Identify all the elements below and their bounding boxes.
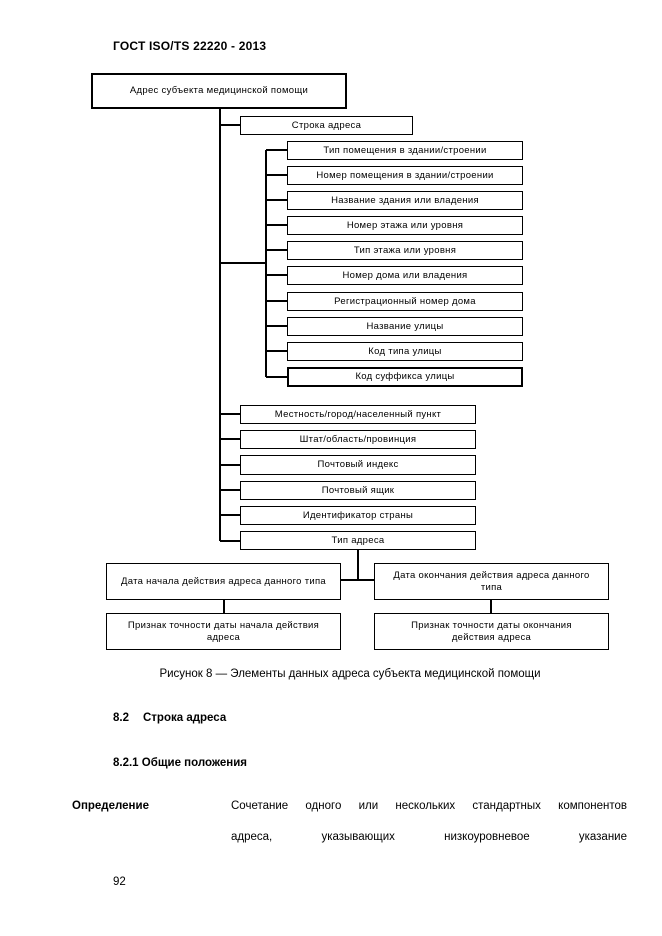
section-title: Строка адреса: [143, 712, 227, 724]
subsection-heading: 8.2.1 Общие положения: [113, 757, 248, 769]
figure-caption: Рисунок 8 — Элементы данных адреса субъе…: [159, 668, 541, 680]
street-child-box: Тип этажа или уровня: [287, 241, 523, 260]
other-child-box: Штат/область/провинция: [240, 430, 476, 449]
street-child-box: Название улицы: [287, 317, 523, 336]
address-type-box: Тип адреса: [240, 531, 476, 550]
street-child-box: Номер помещения в здании/строении: [287, 166, 523, 185]
root-box: Адрес субъекта медицинской помощи: [91, 73, 347, 109]
definition-term: Определение: [72, 800, 149, 812]
section-number: 8.2: [113, 712, 129, 724]
street-child-box: Код типа улицы: [287, 342, 523, 361]
start-accuracy-box: Признак точности даты начала действия ад…: [106, 613, 341, 650]
page-number: 92: [113, 876, 126, 888]
other-child-box: Идентификатор страны: [240, 506, 476, 525]
other-child-box: Почтовый ящик: [240, 481, 476, 500]
street-child-box: Тип помещения в здании/строении: [287, 141, 523, 160]
end-date-box: Дата окончания действия адреса данного т…: [374, 563, 609, 600]
street-child-box: Номер этажа или уровня: [287, 216, 523, 235]
street-child-box: Код суффикса улицы: [287, 367, 523, 387]
other-child-box: Местность/город/населенный пункт: [240, 405, 476, 424]
street-line-box: Строка адреса: [240, 116, 413, 135]
end-accuracy-box: Признак точности даты окончания действия…: [374, 613, 609, 650]
document-header: ГОСТ ISO/TS 22220 - 2013: [113, 39, 267, 53]
street-child-box: Регистрационный номер дома: [287, 292, 523, 311]
street-child-box: Название здания или владения: [287, 191, 523, 210]
street-child-box: Номер дома или владения: [287, 266, 523, 285]
start-date-box: Дата начала действия адреса данного типа: [106, 563, 341, 600]
other-child-box: Почтовый индекс: [240, 455, 476, 475]
section-heading: 8.2 Строка адреса: [113, 712, 226, 724]
definition-text-line1: Сочетание одного или нескольких стандарт…: [231, 800, 627, 812]
diagram-connectors: [219, 108, 492, 613]
definition-text-line2: адреса, указывающих низкоуровневое указа…: [231, 831, 627, 843]
